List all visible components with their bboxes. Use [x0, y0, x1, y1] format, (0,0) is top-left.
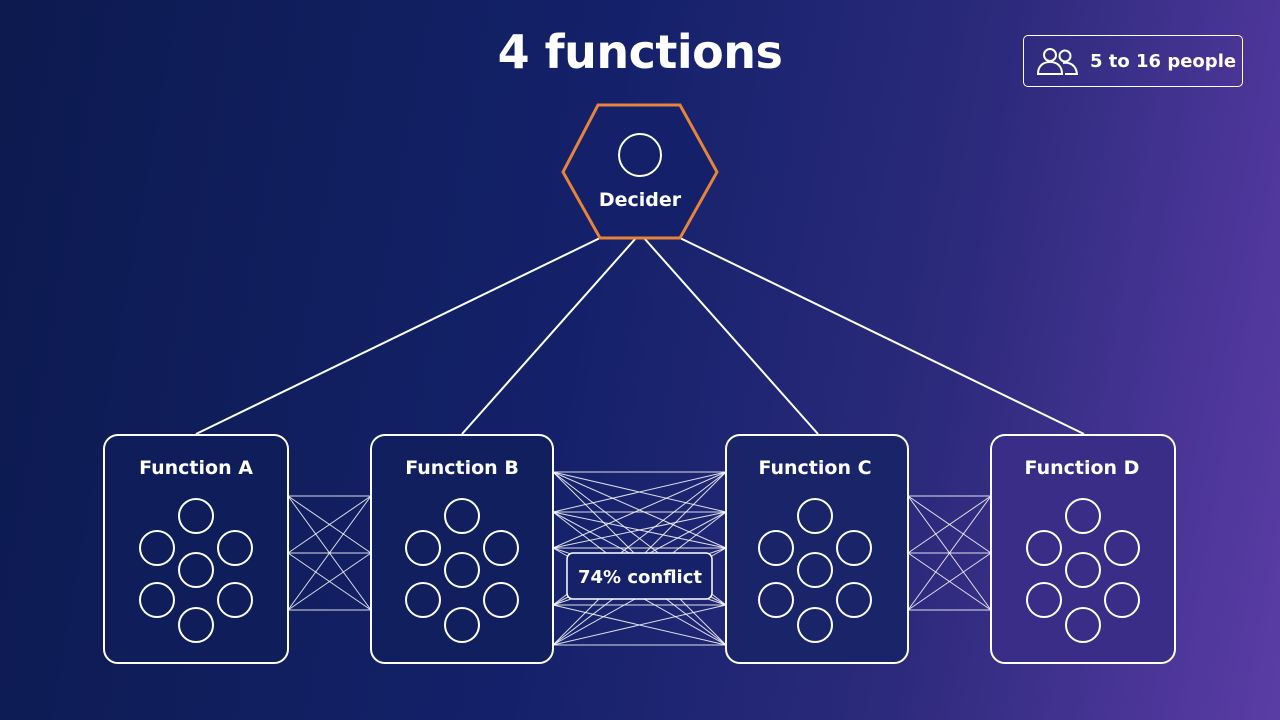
conflict-badge-frame	[566, 552, 713, 600]
function-c-member-circle	[797, 552, 833, 588]
function-a-frame	[103, 434, 289, 664]
conflict-mesh-b-c	[552, 471, 727, 646]
function-a-member-circle	[139, 582, 175, 618]
conflict-mesh-b-c-line	[552, 471, 727, 513]
function-a-member-circle	[178, 607, 214, 643]
conflict-mesh-b-c-line	[552, 511, 727, 549]
function-d-frame	[990, 434, 1176, 664]
function-c-member-circle	[836, 582, 872, 618]
people-count-label: 5 to 16 people	[1090, 50, 1237, 72]
function-b-frame	[370, 434, 554, 664]
function-c-member-circle	[797, 498, 833, 534]
function-d-member-circle	[1026, 582, 1062, 618]
connector-decider-b	[461, 237, 637, 435]
function-c-members	[758, 498, 872, 643]
function-b-label: Function B	[405, 457, 519, 479]
conflict-badge: 74% conflict	[566, 552, 713, 600]
people-icon	[1036, 46, 1080, 76]
decider-label: Decider	[599, 189, 682, 211]
conflict-mesh-c-d-line	[907, 552, 992, 611]
function-a-member-circle	[217, 582, 253, 618]
function-b-member-circle	[444, 607, 480, 643]
function-b-member-circle	[444, 552, 480, 588]
function-b-member-circle	[444, 498, 480, 534]
conflict-mesh-b-c-line	[552, 471, 727, 549]
function-a-member-circle	[178, 498, 214, 534]
decider-connector-lines	[195, 237, 1085, 435]
function-d-member-circle	[1065, 552, 1101, 588]
function-b-member-circle	[405, 530, 441, 566]
function-d-label: Function D	[1025, 457, 1140, 479]
function-d-box: Function D	[990, 434, 1176, 664]
function-c-label: Function C	[758, 457, 871, 479]
function-a-member-circle	[217, 530, 253, 566]
function-a-label: Function A	[139, 457, 253, 479]
conflict-mesh-c-d-line	[907, 495, 992, 554]
decider-person-circle	[618, 133, 662, 177]
function-b-member-circle	[483, 582, 519, 618]
function-a-members	[139, 498, 253, 643]
function-d-member-circle	[1065, 498, 1101, 534]
function-a-member-circle	[178, 552, 214, 588]
function-d-member-circle	[1026, 530, 1062, 566]
conflict-mesh-a-b-line	[287, 495, 372, 554]
connector-decider-a	[195, 237, 601, 435]
function-c-box: Function C	[725, 434, 909, 664]
function-b-member-circle	[405, 582, 441, 618]
connector-decider-c	[643, 237, 819, 435]
function-d-member-circle	[1065, 607, 1101, 643]
conflict-mesh-a-b-line	[287, 552, 372, 611]
page-title: 4 functions	[497, 25, 783, 79]
function-d-member-circle	[1104, 530, 1140, 566]
function-c-member-circle	[836, 530, 872, 566]
function-b-members	[405, 498, 519, 643]
conflict-mesh-a-b-line	[287, 495, 372, 611]
conflict-mesh-c-d-line	[907, 495, 992, 611]
function-c-frame	[725, 434, 909, 664]
function-c-member-circle	[758, 582, 794, 618]
function-d-member-circle	[1104, 582, 1140, 618]
conflict-label: 74% conflict	[578, 567, 702, 588]
conflict-mesh-a-b	[287, 495, 372, 611]
function-c-member-circle	[797, 607, 833, 643]
decider-node: Decider	[561, 103, 719, 240]
function-a-member-circle	[139, 530, 175, 566]
function-c-member-circle	[758, 530, 794, 566]
function-b-box: Function B	[370, 434, 554, 664]
function-a-box: Function A	[103, 434, 289, 664]
decider-hexagon	[561, 103, 719, 240]
people-count-badge: 5 to 16 people	[1023, 35, 1243, 87]
connector-decider-d	[679, 237, 1085, 435]
function-d-members	[1026, 498, 1140, 643]
conflict-mesh-c-d	[907, 495, 992, 611]
function-b-member-circle	[483, 530, 519, 566]
conflict-mesh-b-c-line	[552, 604, 727, 646]
